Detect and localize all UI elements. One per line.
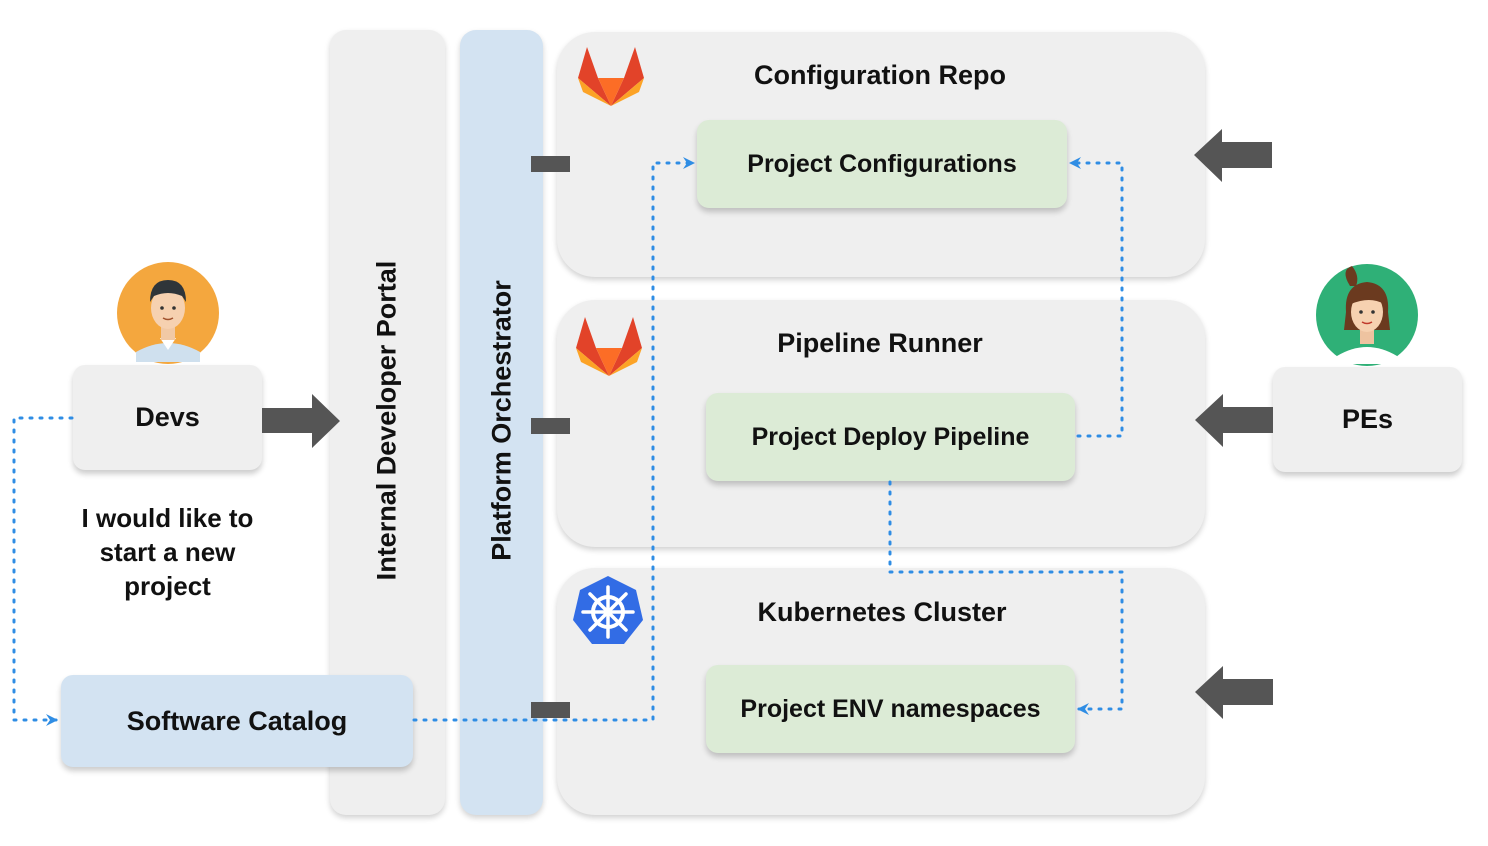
connector-stub-pipeline <box>531 418 570 434</box>
pipeline-runner-title: Pipeline Runner <box>777 328 983 358</box>
project-deploy-pipeline-box: Project Deploy Pipeline <box>706 393 1075 481</box>
project-configurations-box: Project Configurations <box>697 120 1067 208</box>
devs-note-line-3: project <box>124 571 211 601</box>
connector-stub-kubernetes <box>531 702 570 718</box>
dotted-link-devs-to-catalog <box>12 416 74 726</box>
kubernetes-icon <box>573 576 643 644</box>
connector-stub-config <box>531 156 570 172</box>
pes-to-pipeline-arrow <box>1195 394 1273 447</box>
devs-box: Devs <box>73 365 262 470</box>
software-catalog-box: Software Catalog <box>61 675 413 767</box>
pes-to-config-arrow <box>1194 129 1272 182</box>
kubernetes-cluster-title: Kubernetes Cluster <box>757 597 1007 627</box>
dotted-link-catalog-to-config <box>412 157 695 722</box>
project-env-namespaces-box: Project ENV namespaces <box>706 665 1075 753</box>
devs-to-portal-arrow <box>262 394 340 448</box>
devs-request-note: I would like to start a new project <box>40 501 295 603</box>
configuration-repo-title: Configuration Repo <box>754 60 1006 90</box>
devs-note-line-1: I would like to <box>81 503 254 533</box>
platform-orchestrator-pillar <box>460 30 543 815</box>
female-engineer-avatar <box>1316 264 1418 366</box>
pes-box: PEs <box>1273 367 1462 472</box>
gitlab-icon <box>578 47 644 106</box>
devs-note-line-2: start a new <box>99 537 236 567</box>
gitlab-icon <box>576 317 642 376</box>
pes-to-kubernetes-arrow <box>1195 666 1273 719</box>
dotted-link-pipeline-to-namespaces <box>888 480 1124 715</box>
dotted-link-pipeline-to-config <box>1069 157 1124 438</box>
male-developer-avatar <box>117 262 219 364</box>
